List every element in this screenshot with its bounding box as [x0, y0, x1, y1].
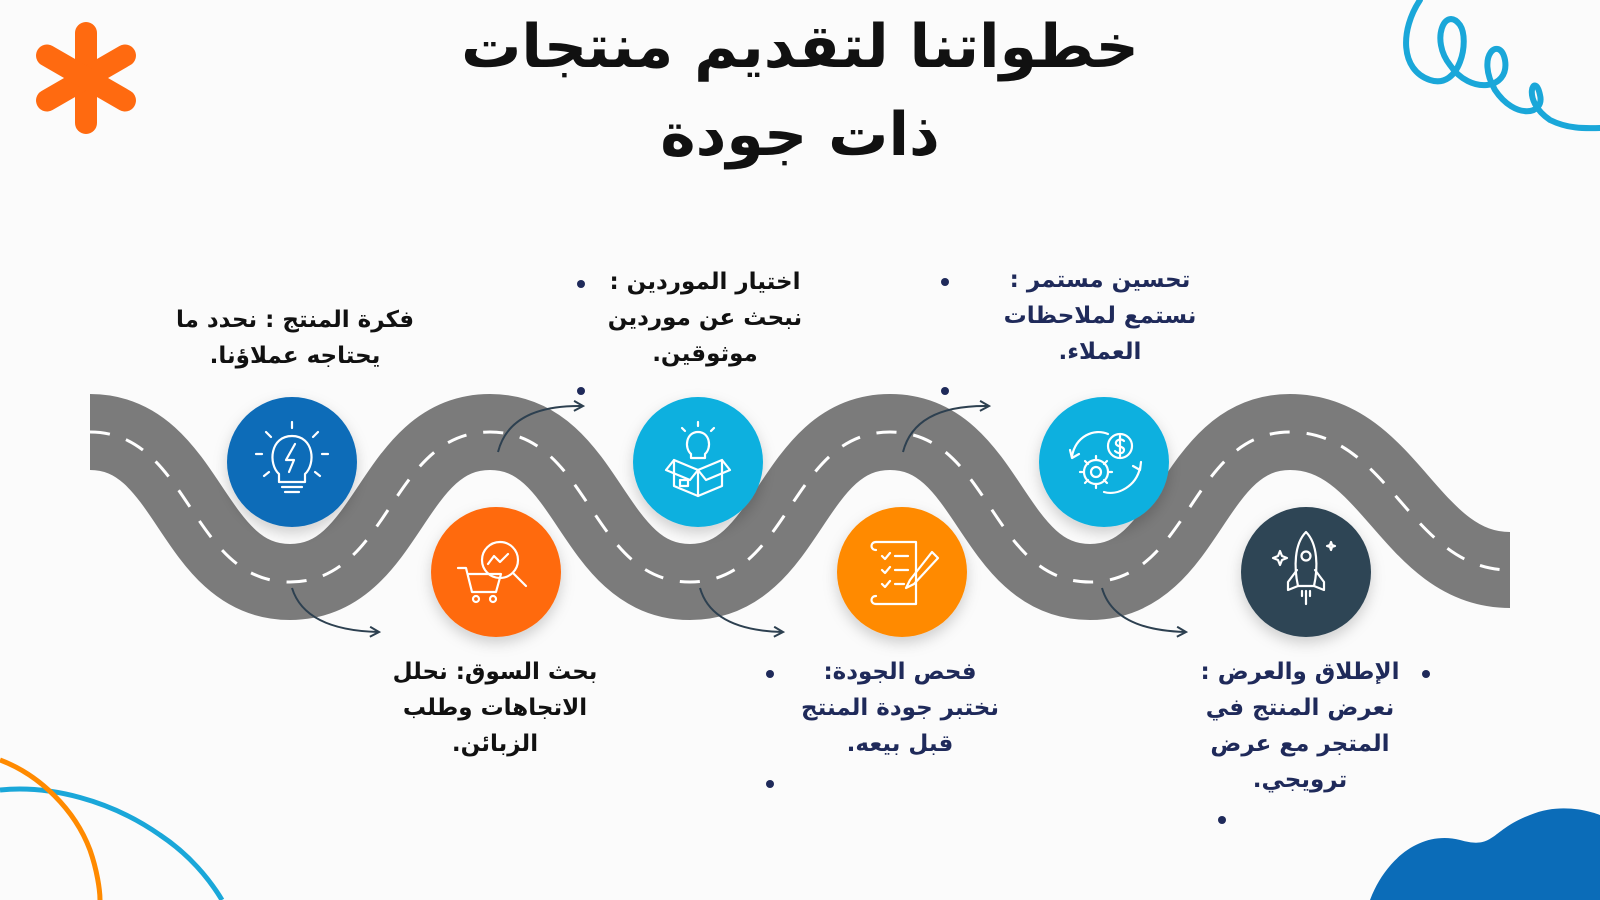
step-3-line-3: موثوقين. — [652, 341, 758, 367]
blue-blob-decoration — [1370, 808, 1600, 900]
step-5-bullet-2 — [941, 387, 949, 395]
blue-squiggle-decoration — [1403, 0, 1600, 132]
step-4-text: فحص الجودة: نختبر جودة المنتج قبل بيعه. — [780, 654, 1020, 762]
step-2-line-3: الزبائن. — [451, 731, 539, 757]
blue-arc-decoration — [0, 786, 225, 900]
checklist-pen-icon — [870, 540, 940, 606]
step-5-bullet-1 — [941, 278, 949, 286]
arrow-4 — [902, 406, 988, 453]
step-4-circle — [837, 507, 967, 637]
orange-arc-decoration — [0, 757, 103, 900]
arrow-1 — [291, 587, 378, 632]
step-5-line-2: نستمع لملاحظات — [1003, 303, 1197, 329]
step-5-line-3: العملاء. — [1058, 339, 1142, 365]
step-5-line-1: تحسين مستمر : — [1009, 267, 1191, 293]
step-3-bullet-1 — [577, 280, 585, 288]
step-2-circle — [431, 507, 561, 637]
arrow-2 — [497, 406, 582, 453]
step-6-line-2: نعرض المنتج في — [1205, 695, 1395, 721]
step-3-bullet-2 — [577, 387, 585, 395]
step-4-line-1: فحص الجودة: — [823, 659, 977, 685]
page-title-line-1: خطواتنا لتقديم منتجات — [461, 12, 1139, 82]
step-6-text: الإطلاق والعرض : نعرض المنتج في المتجر م… — [1185, 654, 1415, 798]
step-1-line-2: يحتاجه عملاؤنا. — [209, 343, 381, 369]
step-6-bullet-1 — [1422, 670, 1430, 678]
gear-dollar-cycle-icon — [1068, 430, 1143, 494]
arrow-3 — [699, 587, 782, 632]
step-4-bullet-2 — [766, 780, 774, 788]
cart-magnifier-icon — [456, 540, 528, 604]
step-4-line-3: قبل بيعه. — [846, 731, 954, 757]
lightbulb-icon — [254, 420, 330, 494]
step-2-line-2: الاتجاهات وطلب — [402, 695, 588, 721]
box-bulb-icon — [664, 420, 732, 498]
step-5-text: تحسين مستمر : نستمع لملاحظات العملاء. — [975, 262, 1225, 370]
step-3-circle — [633, 397, 763, 527]
step-1-circle — [227, 397, 357, 527]
step-2-line-1: بحث السوق: نحلل — [392, 659, 598, 685]
step-6-line-4: ترويجي. — [1252, 767, 1348, 793]
step-1-text: فكرة المنتج : نحدد ما يحتاجه عملاؤنا. — [155, 302, 435, 374]
step-3-text: اختيار الموردين : نبحث عن موردين موثوقين… — [585, 264, 825, 372]
step-6-line-1: الإطلاق والعرض : — [1200, 659, 1400, 685]
step-6-circle — [1241, 507, 1371, 637]
step-5-circle — [1039, 397, 1169, 527]
rocket-icon — [1271, 530, 1337, 606]
orange-asterisk-decoration — [36, 22, 136, 134]
step-1-line-1: فكرة المنتج : نحدد ما — [175, 307, 415, 333]
step-2-text: بحث السوق: نحلل الاتجاهات وطلب الزبائن. — [360, 654, 630, 762]
step-4-line-2: نختبر جودة المنتج — [801, 695, 999, 721]
step-6-line-3: المتجر مع عرض — [1210, 731, 1390, 757]
step-3-line-1: اختيار الموردين : — [609, 269, 801, 295]
step-4-bullet-1 — [766, 670, 774, 678]
road-center-dashes — [89, 430, 1511, 584]
page-title-line-2: ذات جودة — [660, 100, 940, 170]
arrow-5 — [1101, 587, 1185, 632]
step-3-line-2: نبحث عن موردين — [607, 305, 803, 331]
step-6-bullet-2 — [1218, 816, 1226, 824]
